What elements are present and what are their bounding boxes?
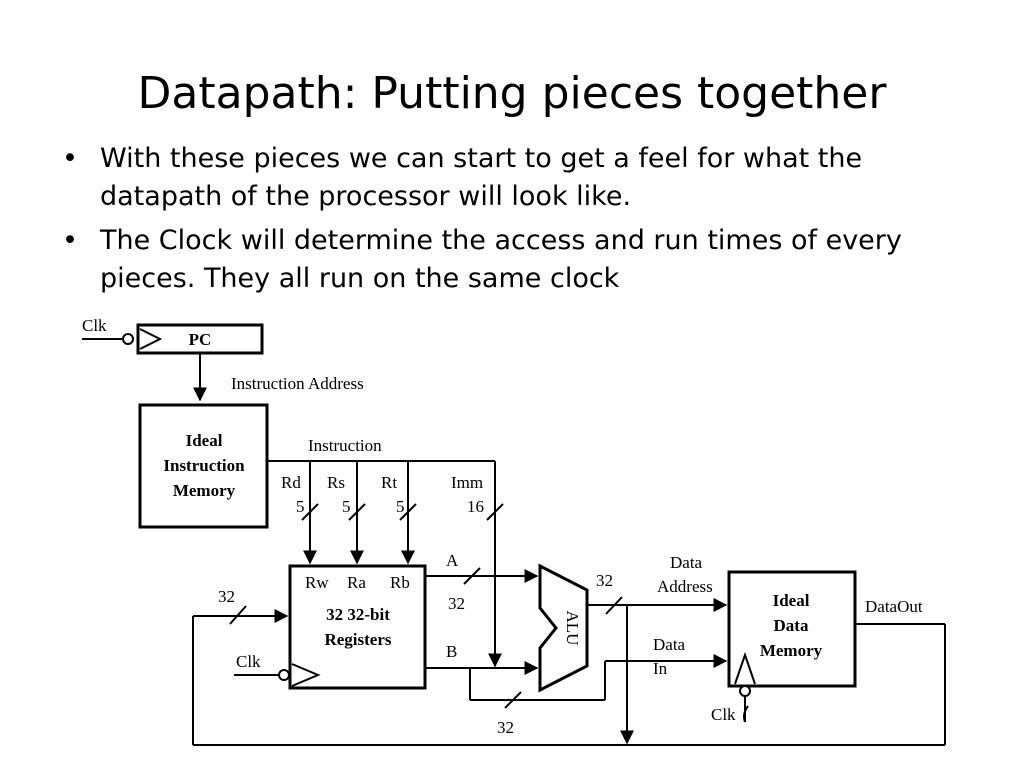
- bus-b-width-slash: [504, 691, 522, 709]
- regs-label-2: Registers: [324, 630, 391, 649]
- rs-width-slash: [348, 503, 366, 521]
- rt-width-slash: [399, 503, 417, 521]
- bullet-text: With these pieces we can start to get a …: [100, 143, 863, 212]
- dmem-label-2: Data: [774, 616, 809, 635]
- bullet-item: • The Clock will determine the access an…: [62, 222, 982, 298]
- dmem-clock-hook: [743, 705, 749, 723]
- rt-width-label: 5: [396, 497, 405, 516]
- imem-label-3: Memory: [173, 481, 236, 500]
- bus-a-label: A: [446, 551, 459, 570]
- data-in-label-1: Data: [653, 635, 686, 654]
- bus-a-width-label: 32: [448, 594, 465, 613]
- bus-b-label: B: [446, 642, 457, 661]
- data-memory: [727, 570, 857, 688]
- regs-clock-triangle: [291, 663, 321, 687]
- regs-clock-bubble: [278, 669, 290, 681]
- pc-label: PC: [189, 330, 212, 349]
- rs-width-label: 5: [342, 497, 351, 516]
- pc-clock-triangle: [139, 328, 163, 350]
- register-file: [288, 564, 427, 690]
- ra-label: Ra: [347, 573, 366, 592]
- rw-label: Rw: [305, 573, 329, 592]
- bus-b-width-label: 32: [497, 718, 514, 737]
- rs-label: Rs: [327, 473, 345, 492]
- instruction-memory: [138, 403, 269, 529]
- imem-label-2: Instruction: [163, 456, 245, 475]
- dmem-label-1: Ideal: [773, 591, 810, 610]
- data-out-label: DataOut: [865, 597, 923, 616]
- dmem-clock-label: Clk: [711, 705, 736, 724]
- rd-width-slash: [301, 503, 319, 521]
- dmem-label-3: Memory: [760, 641, 823, 660]
- imm-width-slash: [486, 503, 504, 521]
- instruction-address-label: Instruction Address: [231, 374, 364, 393]
- rb-label: Rb: [390, 573, 410, 592]
- pc-clock-bubble: [122, 333, 134, 345]
- rd-width-label: 5: [296, 497, 305, 516]
- dmem-clock-bubble: [739, 685, 751, 697]
- bullet-marker: •: [62, 143, 78, 174]
- dmem-clock-triangle: [734, 651, 756, 685]
- alu-out-width-slash: [605, 596, 623, 615]
- bullet-marker: •: [62, 225, 78, 256]
- alu-out-width-label: 32: [596, 571, 613, 590]
- imm-label: Imm: [451, 473, 483, 492]
- writeback-width-slash: [229, 605, 247, 625]
- data-in-label-2: In: [653, 659, 668, 678]
- bullet-list: • With these pieces we can start to get …: [62, 140, 982, 304]
- writeback-width-label: 32: [218, 587, 235, 606]
- pc-clock-label: Clk: [82, 316, 107, 335]
- imm-width-label: 16: [467, 497, 484, 516]
- bullet-item: • With these pieces we can start to get …: [62, 140, 982, 216]
- alu-shape: [538, 563, 589, 693]
- rd-label: Rd: [281, 473, 301, 492]
- regs-clock-label: Clk: [236, 652, 261, 671]
- imem-label-1: Ideal: [186, 431, 223, 450]
- data-address-label-2: Address: [657, 577, 713, 596]
- data-address-label-1: Data: [670, 553, 703, 572]
- slide-title: Datapath: Putting pieces together: [137, 68, 887, 119]
- bus-a-width-slash: [463, 567, 481, 585]
- instruction-label: Instruction: [308, 436, 382, 455]
- alu-label: ALU: [563, 611, 582, 646]
- bullet-text: The Clock will determine the access and …: [100, 225, 902, 294]
- regs-label-1: 32 32-bit: [326, 605, 390, 624]
- rt-label: Rt: [381, 473, 397, 492]
